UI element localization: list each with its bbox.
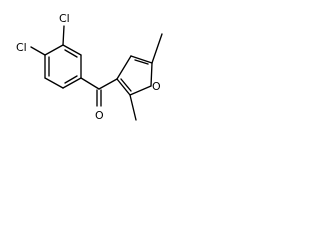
oxygen-carbonyl-label: O [95, 109, 104, 122]
bond-benzene-double-2 [64, 75, 78, 84]
bond-furan-double-1 [120, 78, 132, 92]
bond-furan-5 [116, 55, 132, 80]
chlorine-top-label: Cl [59, 12, 70, 25]
bond-benzene-double-1 [64, 49, 78, 58]
bond-furan-4 [130, 55, 153, 64]
molecule-canvas: Cl Cl O O [0, 0, 198, 137]
bond-to-chlorine-top [62, 25, 65, 46]
molecule-structure: Cl Cl O O [16, 12, 163, 122]
bond-methyl-top [151, 33, 163, 64]
bond-methyl-bottom [129, 94, 137, 121]
bond-aryl-carbonyl [80, 77, 100, 90]
oxygen-ring-label: O [152, 80, 161, 93]
bond-to-chlorine-left [30, 46, 46, 56]
chlorine-left-label: Cl [16, 41, 27, 54]
bond-benzene-3 [62, 77, 82, 89]
bond-furan-3 [150, 62, 153, 87]
bond-furan-2 [129, 85, 152, 96]
bond-furan-double-2 [134, 59, 149, 65]
bond-carbonyl-furan [98, 78, 118, 90]
bond-benzene-6 [44, 44, 64, 56]
bond-furan-1 [116, 78, 131, 96]
bond-benzene-4 [44, 77, 64, 89]
bond-benzene-1 [62, 44, 82, 56]
